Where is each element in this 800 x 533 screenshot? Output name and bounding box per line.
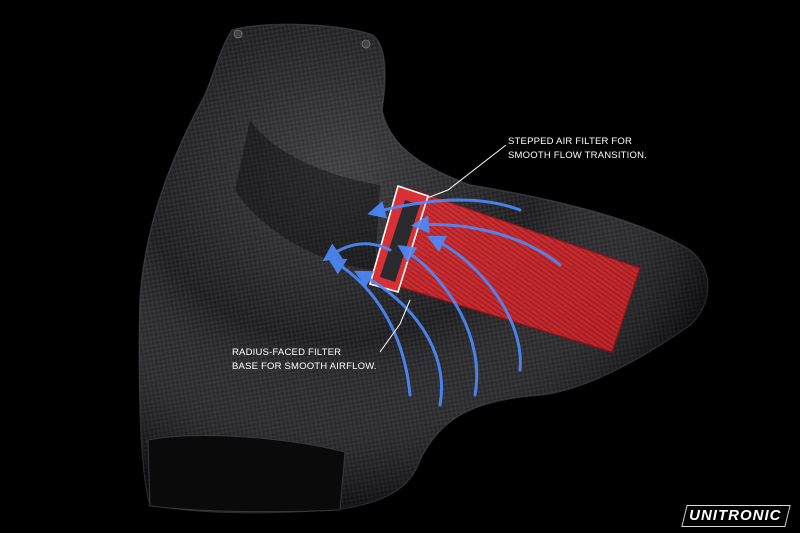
intake-outlet	[147, 435, 346, 513]
callout-line: SMOOTH FLOW TRANSITION.	[508, 150, 648, 161]
brand-name: UNITRONIC	[688, 507, 782, 524]
callout-leaders	[379, 144, 507, 353]
callout-stepped-filter: STEPPED AIR FILTER FOR SMOOTH FLOW TRANS…	[508, 135, 647, 163]
bolt-icon	[361, 39, 371, 49]
air-filter	[369, 184, 641, 353]
brand-logo-frame: UNITRONIC	[680, 505, 791, 527]
callout-line: RADIUS-FACED FILTER	[232, 347, 342, 358]
callout-line: BASE FOR SMOOTH AIRFLOW.	[232, 361, 377, 372]
airflow-arrows	[322, 198, 562, 407]
callout-radius-base: RADIUS-FACED FILTER BASE FOR SMOOTH AIRF…	[232, 346, 377, 374]
brand-logo: UNITRONIC	[680, 505, 791, 527]
callout-line: STEPPED AIR FILTER FOR	[508, 136, 633, 147]
bolt-icon	[233, 29, 243, 39]
